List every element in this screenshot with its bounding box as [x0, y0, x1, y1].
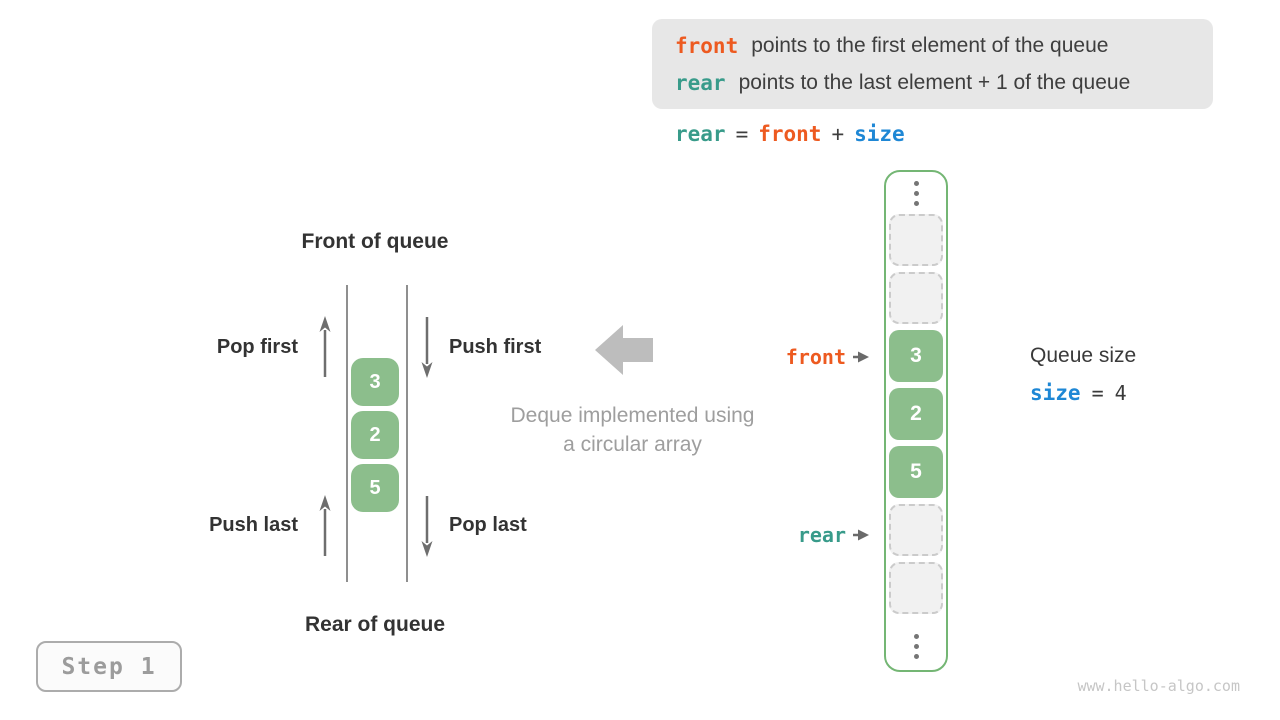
push-last-label: Push last [209, 514, 298, 536]
array-cell-empty [889, 272, 943, 324]
dot [913, 191, 919, 196]
ellipsis-top [886, 181, 946, 206]
deque-cell: 2 [351, 411, 399, 459]
up-arrow-icon [319, 495, 331, 556]
front-description: points to the first element of the queue [751, 33, 1109, 57]
queue-size-expression: size = 4 [1030, 381, 1127, 405]
down-arrow-icon [421, 317, 433, 378]
queue-size-title: Queue size [1030, 344, 1137, 367]
formula: rear = front + size [675, 122, 905, 146]
queue-wall-left [346, 285, 348, 582]
dot [913, 634, 919, 639]
array-cell-empty [889, 214, 943, 266]
dot [913, 181, 919, 186]
size-variable: size [1030, 381, 1081, 405]
array-cell: 2 [889, 388, 943, 440]
rear-of-queue-label: Rear of queue [304, 613, 446, 636]
legend-box: front points to the first element of the… [652, 19, 1213, 109]
rear-description: points to the last element + 1 of the qu… [738, 70, 1131, 94]
formula-equals: = [735, 122, 749, 146]
push-first-label: Push first [449, 336, 542, 358]
legend-front-row: front points to the first element of the… [675, 27, 1213, 64]
array-cell-empty [889, 562, 943, 614]
formula-plus: + [831, 122, 845, 146]
watermark: www.hello-algo.com [1077, 677, 1240, 695]
size-equals: = [1091, 381, 1104, 405]
deque-stack: 3 2 5 [351, 358, 399, 512]
pop-last-label: Pop last [449, 514, 527, 536]
deque-cell: 5 [351, 464, 399, 512]
size-value: 4 [1114, 381, 1127, 405]
dot [913, 654, 919, 659]
diagram-caption: Deque implemented using a circular array [470, 401, 795, 459]
down-arrow-icon [421, 496, 433, 557]
ellipsis-bottom [886, 634, 946, 659]
deque-cell: 3 [351, 358, 399, 406]
left-block-arrow-icon [595, 325, 653, 375]
front-keyword: front [675, 33, 739, 58]
rear-pointer-label: rear [797, 523, 846, 547]
up-arrow-icon [319, 316, 331, 377]
circular-array: 3 2 5 [884, 170, 948, 672]
front-of-queue-label: Front of queue [301, 230, 449, 253]
dot [913, 201, 919, 206]
queue-wall-right [406, 285, 408, 582]
dot [913, 644, 919, 649]
formula-rear: rear [675, 122, 726, 146]
caption-line-2: a circular array [563, 433, 702, 456]
step-label: Step 1 [61, 653, 157, 680]
pop-first-label: Pop first [216, 336, 298, 358]
formula-front: front [758, 122, 822, 146]
step-badge: Step 1 [36, 641, 182, 692]
pointer-arrowhead-icon [853, 529, 869, 541]
array-cell-empty [889, 504, 943, 556]
caption-line-1: Deque implemented using [510, 404, 755, 427]
formula-size: size [854, 122, 905, 146]
rear-pointer: rear [762, 522, 870, 548]
rear-keyword: rear [675, 70, 726, 95]
legend-rear-row: rear points to the last element + 1 of t… [675, 64, 1213, 101]
front-pointer-label: front [785, 345, 846, 369]
array-cell: 5 [889, 446, 943, 498]
pointer-arrowhead-icon [853, 351, 869, 363]
front-pointer: front [762, 344, 870, 370]
array-cell: 3 [889, 330, 943, 382]
